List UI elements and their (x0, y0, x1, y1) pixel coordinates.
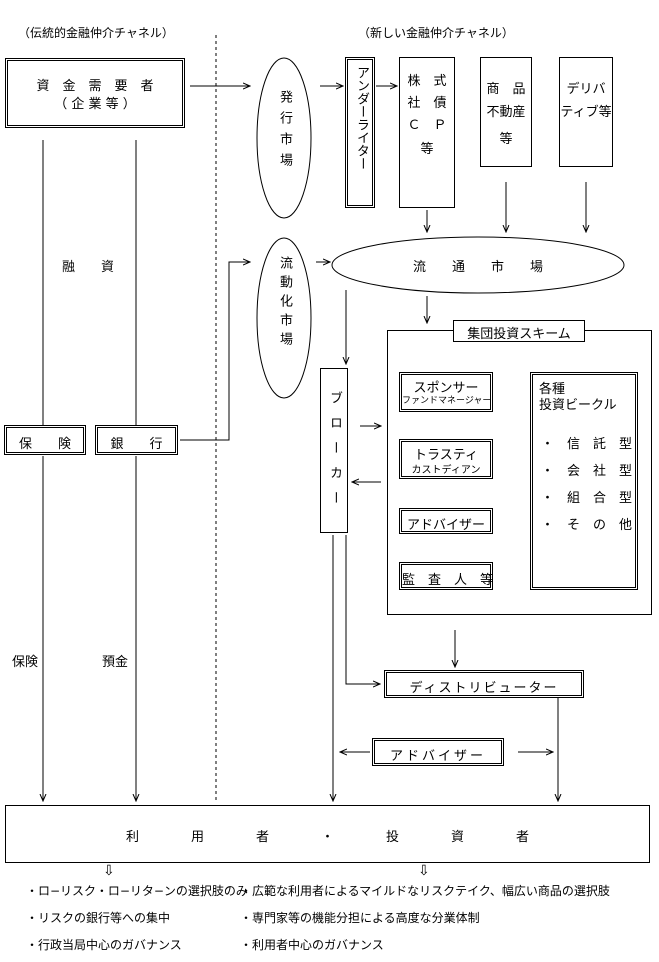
traditional-channel-header: （伝統的金融仲介チャネル） (18, 26, 174, 40)
scheme-title: 集団投資スキーム (467, 327, 571, 342)
adviser-outer-label: アドバイザー (389, 749, 486, 764)
adviser-inner-label: アドバイザー (406, 518, 485, 533)
securities-line-3: Ｃ Ｐ (407, 118, 447, 133)
bank-label: 銀 行 (110, 437, 163, 452)
circulation-market-ellipse (331, 236, 625, 294)
left-note-1: ・ロ−リスク・ロ−リタ−ンの選択肢のみ (26, 884, 248, 898)
products-line-1: 商 品 (486, 82, 526, 97)
derivatives-box: デリバ ティブ等 (559, 57, 613, 167)
right-note-1: ・広範な利用者によるマイルドなリスクテイク、幅広い商品の選択肢 (240, 884, 610, 898)
broker-box: ブローカー (320, 368, 348, 533)
funding-demander-box: 資 金 需 要 者 （ 企 業 等 ） (5, 58, 185, 128)
left-note-2: ・リスクの銀行等への集中 (26, 911, 171, 925)
right-down-arrow-icon: ⇩ (418, 863, 430, 879)
bank-box: 銀 行 (95, 425, 178, 455)
distributor-box: ディストリビューター (384, 670, 584, 698)
insurance-flow-label: 保険 (12, 655, 39, 670)
sponsor-label: スポンサー (413, 381, 479, 396)
securities-line-2: 社 債 (407, 96, 447, 111)
issue-market-label: 発行市場 (277, 90, 292, 174)
trustee-box: トラスティ カストディアン (399, 439, 493, 479)
underwriter-box: アンダーライター (345, 57, 375, 208)
broker-label: ブローカー (327, 391, 342, 516)
fund-manager-label: ファンドマネージャー (402, 396, 492, 406)
sponsor-box: スポンサー ファンドマネージャー (399, 372, 493, 412)
adviser-inner-box: アドバイザー (399, 508, 493, 534)
vehicle-other: ・ そ の 他 (541, 518, 633, 533)
demander-sub-label: （ 企 業 等 ） (54, 97, 136, 112)
circulation-market-label: 流 通 市 場 (412, 260, 543, 275)
left-down-arrow-icon: ⇩ (103, 863, 115, 879)
securities-box: 株 式 社 債 Ｃ Ｐ 等 (399, 57, 455, 208)
demander-label: 資 金 需 要 者 (36, 79, 154, 94)
left-note-3: ・行政当局中心のガバナンス (26, 938, 182, 952)
users-investors-box: 利 用 者 ・ 投 資 者 (5, 805, 650, 863)
products-line-3: 等 (499, 132, 513, 147)
liquidity-market-label: 流動化市場 (277, 256, 292, 351)
distributor-label: ディストリビューター (409, 681, 559, 696)
right-note-2: ・専門家等の機能分担による高度な分業体制 (240, 911, 480, 925)
vehicle-company: ・ 会 社 型 (541, 464, 633, 479)
securities-line-4: 等 (420, 142, 434, 157)
insurance-label: 保 険 (18, 437, 71, 452)
auditor-label: 監 査 人 等 (402, 573, 494, 588)
trustee-label: トラスティ (414, 448, 478, 463)
vehicle-trust: ・ 信 託 型 (541, 437, 633, 452)
users-investors-label: 利 用 者 ・ 投 資 者 (125, 830, 529, 845)
scheme-title-box: 集団投資スキーム (453, 320, 585, 342)
custodian-label: カストディアン (411, 465, 481, 476)
underwriter-label: アンダーライター (354, 66, 369, 170)
auditor-box: 監 査 人 等 (399, 562, 493, 590)
derivatives-line-1: デリバ (566, 82, 606, 97)
vehicles-title-2: 投資ビークル (539, 398, 617, 413)
loan-label: 融 資 (62, 260, 115, 275)
issue-market-ellipse (256, 57, 312, 219)
vehicles-title-1: 各種 (539, 382, 566, 397)
vehicle-partnership: ・ 組 合 型 (541, 491, 633, 506)
investment-vehicles-box: 各種 投資ビークル ・ 信 託 型 ・ 会 社 型 ・ 組 合 型 ・ そ の … (530, 372, 638, 590)
products-line-2: 不動産 (486, 105, 526, 120)
deposit-flow-label: 預金 (102, 655, 129, 670)
products-box: 商 品 不動産 等 (480, 57, 532, 167)
derivatives-line-2: ティブ等 (560, 105, 612, 120)
securities-line-1: 株 式 (407, 74, 447, 89)
liquidity-market-ellipse (256, 237, 312, 399)
new-channel-header: （新しい金融仲介チャネル） (358, 26, 514, 40)
adviser-outer-box: アドバイザー (372, 738, 504, 766)
right-note-3: ・利用者中心のガバナンス (240, 938, 384, 952)
insurance-box: 保 険 (4, 425, 86, 455)
